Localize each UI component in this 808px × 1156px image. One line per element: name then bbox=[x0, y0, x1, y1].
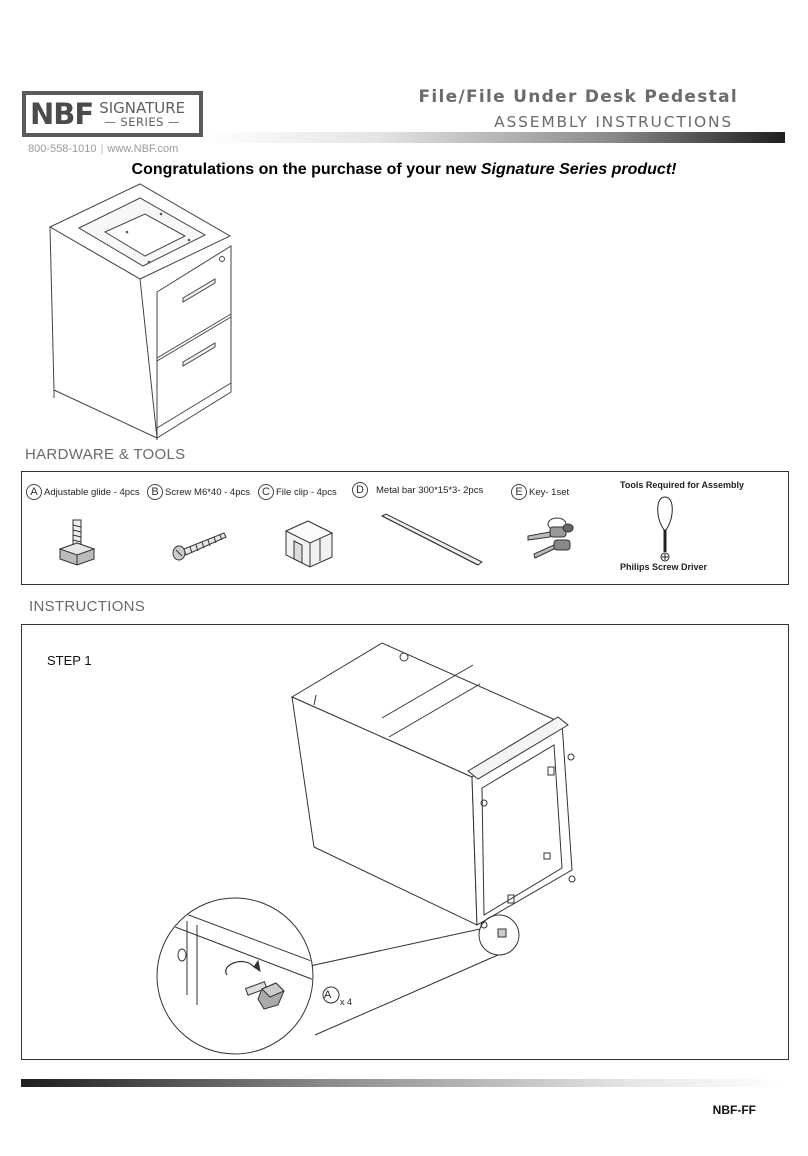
step-1-callout-letter: A bbox=[324, 989, 332, 1001]
logo-line1: SIGNATURE bbox=[99, 98, 186, 117]
step-1-callout-qty: x 4 bbox=[340, 997, 353, 1007]
contact-separator: | bbox=[100, 143, 104, 155]
logo-text: SIGNATURE — SERIES — bbox=[99, 100, 185, 129]
hardware-letter-d: D bbox=[352, 482, 368, 498]
logo-brand: NBF bbox=[30, 96, 94, 131]
congratulations-message: Congratulations on the purchase of your … bbox=[0, 161, 808, 179]
screwdriver-label: Philips Screw Driver bbox=[620, 562, 708, 572]
tools-required-heading: Tools Required for Assembly bbox=[620, 480, 745, 490]
hardware-letter-c: C bbox=[258, 484, 274, 500]
file-clip-icon bbox=[284, 520, 334, 568]
congrats-emphasis: Signature Series product! bbox=[480, 161, 677, 178]
footer-gradient-bar bbox=[21, 1079, 785, 1087]
hardware-letter-b: B bbox=[147, 484, 163, 500]
hardware-label-c: File clip - 4pcs bbox=[276, 486, 337, 498]
screwdriver-icon bbox=[657, 496, 673, 562]
hardware-item-d: D Metal bar 300*15*3- 2pcs bbox=[352, 482, 483, 498]
hardware-label-b: Screw M6*40 - 4pcs bbox=[165, 486, 251, 498]
hardware-item-c: C File clip - 4pcs bbox=[258, 484, 337, 500]
hardware-label-d: Metal bar 300*15*3- 2pcs bbox=[376, 484, 484, 496]
contact-info: 800-558-1010|www.NBF.com bbox=[28, 143, 178, 155]
hardware-panel: A Adjustable glide - 4pcs B Screw M6*40 … bbox=[21, 471, 789, 585]
adjustable-glide-icon bbox=[58, 519, 96, 566]
screw-icon bbox=[172, 532, 227, 561]
header-gradient-bar bbox=[205, 132, 785, 143]
instructions-heading: INSTRUCTIONS bbox=[29, 598, 146, 615]
metal-bar-icon bbox=[380, 513, 483, 566]
hardware-label-a: Adjustable glide - 4pcs bbox=[44, 486, 140, 498]
key-icon bbox=[527, 517, 574, 559]
hardware-label-e: Key- 1set bbox=[529, 486, 570, 498]
hardware-item-b: B Screw M6*40 - 4pcs bbox=[147, 484, 250, 500]
pedestal-product-illustration bbox=[48, 183, 232, 440]
hardware-item-e: E Key- 1set bbox=[511, 484, 569, 500]
hardware-heading: HARDWARE & TOOLS bbox=[25, 446, 186, 463]
step-1-illustration bbox=[156, 642, 576, 1055]
logo-line2: — SERIES — bbox=[104, 114, 181, 129]
step-1-label: STEP 1 bbox=[47, 653, 92, 668]
hardware-letter-e: E bbox=[511, 484, 527, 500]
phone-number: 800-558-1010 bbox=[28, 143, 97, 155]
document-title: File/File Under Desk Pedestal bbox=[418, 87, 738, 107]
hardware-item-a: A Adjustable glide - 4pcs bbox=[26, 484, 140, 500]
brand-logo: NBF SIGNATURE — SERIES — bbox=[22, 91, 203, 137]
document-subtitle: ASSEMBLY INSTRUCTIONS bbox=[494, 113, 733, 131]
footer-model-code: NBF-FF bbox=[712, 1103, 756, 1117]
hardware-letter-a: A bbox=[26, 484, 42, 500]
congrats-prefix: Congratulations on the purchase of your … bbox=[131, 161, 481, 178]
instructions-panel: STEP 1 bbox=[21, 624, 789, 1060]
website-link[interactable]: www.NBF.com bbox=[107, 143, 179, 155]
